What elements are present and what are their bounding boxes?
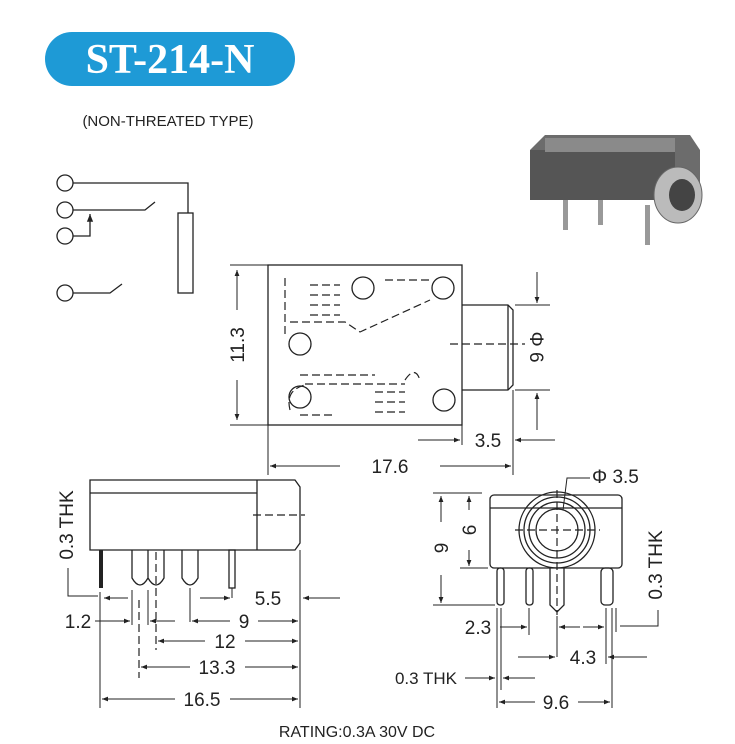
dim-2-3: 2.3 [465, 618, 491, 639]
subtitle: (NON-THREATED TYPE) [82, 113, 253, 130]
top-view: 11.3 Φ 6 3.5 17.6 [228, 264, 555, 478]
dim-body-height: 6 [460, 525, 481, 536]
rating: RATING:0.3A 30V DC [279, 724, 435, 741]
dim-nose-length: 3.5 [475, 431, 501, 452]
dim-pin-1-2: 1.2 [65, 612, 91, 633]
front-view: Φ 3.5 9 6 0.3 THK 2.3 4.3 0.3 THK 9.6 [395, 467, 667, 714]
dim-width: 9.6 [543, 693, 569, 714]
model-badge: ST-214-N [45, 32, 295, 86]
dim-thk-left: 0.3 THK [395, 669, 458, 688]
dim-5-5: 5.5 [255, 589, 281, 610]
dim-diameter: Φ 6 [525, 331, 546, 362]
product-photo [530, 135, 703, 245]
dim-total-height: 9 [432, 543, 453, 554]
dim-12: 12 [214, 632, 235, 653]
dim-16-5: 16.5 [184, 690, 221, 711]
schematic-symbol [56, 174, 194, 302]
dim-side-thickness: 0.3 THK [57, 490, 78, 560]
dim-bore: Φ 3.5 [592, 467, 639, 488]
side-view: 0.3 THK 1.2 5.5 9 12 13.3 16.5 [57, 479, 340, 711]
model-title: ST-214-N [86, 37, 255, 83]
dim-13-3: 13.3 [199, 658, 236, 679]
dim-total-length: 17.6 [372, 457, 409, 478]
dim-height: 11.3 [228, 327, 249, 363]
dim-9: 9 [239, 612, 250, 633]
dim-4-3: 4.3 [570, 648, 596, 669]
dim-thk-right: 0.3 THK [646, 530, 667, 600]
